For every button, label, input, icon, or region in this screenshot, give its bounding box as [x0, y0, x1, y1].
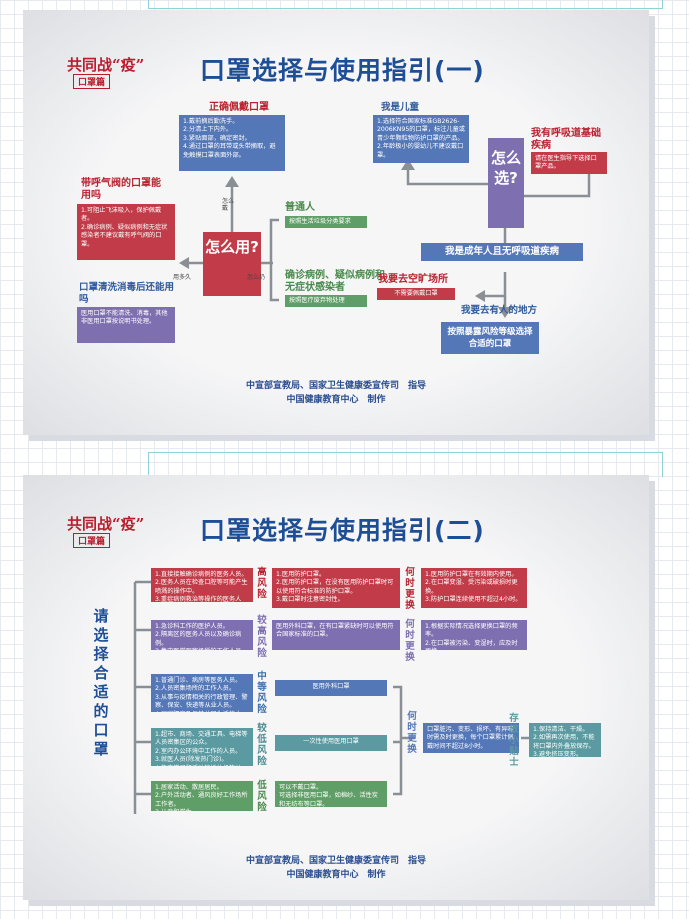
crowded-place-box: 按照暴露风险等级选择合适的口罩: [441, 322, 539, 354]
high-risk-mask-box: 1.医用防护口罩。 2.医用防护口罩，在没有医用防护口罩时可以使用符合标准的防护…: [272, 568, 400, 608]
valve-mask-title: 带呼气阀的口罩能用吗: [81, 178, 161, 201]
lower-risk-mask-box: 一次性使用医用口罩: [275, 735, 387, 751]
correct-wear-title: 正确佩戴口罩: [209, 102, 269, 113]
lower-when-label: 何时更换: [407, 711, 417, 755]
respiratory-disease-box: 请在医生指导下选择口罩产品。: [531, 152, 607, 174]
footer-guidance: 中宣部宣教局、国家卫生健康委宣传司 指导: [245, 381, 426, 391]
respiratory-disease-title: 我有呼吸道基础疾病: [531, 128, 601, 151]
how-long-label: 用多久: [173, 274, 192, 281]
how-to-use-center: 怎么用?: [203, 232, 261, 296]
higher-risk-people-box: 1.急诊科工作的医护人员。 2.隔离区的医务人员以及确诊病例。 3.集中医学观察…: [151, 620, 253, 650]
medium-risk-label: 中等风险: [257, 671, 267, 715]
wash-mask-title: 口罩清洗消毒后还能用吗: [79, 282, 175, 305]
how-to-wear-label: 怎么戴: [222, 198, 235, 212]
higher-risk-replace-box: 1.根据实际情况选择更换口罩的频率。 2.在口罩被污染、变湿时，应及时更换。: [421, 620, 527, 650]
footer-producer: 中国健康教育中心 制作: [286, 395, 386, 405]
high-risk-when-label: 何时更换: [405, 567, 415, 611]
valve-mask-box: 1.可阻止飞沫吸入，保护佩戴者。 2.确诊病例、疑似病例和无症状感染者不建议戴有…: [77, 204, 175, 260]
higher-risk-mask-box: 医用外科口罩，在有口罩紧缺时可以使用符合国家标准的口罩。: [272, 620, 400, 650]
high-risk-people-box: 1.直接接触确诊病例的医务人员。 2.医务人员在检查口腔等可能产生喷溅的操作中。…: [151, 568, 253, 602]
top-decorative-frame: [148, 0, 663, 9]
lower-risk-label: 较低风险: [257, 723, 267, 767]
higher-risk-label: 较高风险: [257, 615, 267, 659]
how-to-dispose-label: 怎么扔: [247, 274, 266, 281]
case-person-title: 确诊病例、疑似病例和无症状感染者: [285, 270, 385, 293]
guide-panel-1: 共同战“疫” 口罩篇 口罩选择与使用指引(一) 正确佩戴口罩 1.戴前摘后勤洗手…: [23, 10, 649, 435]
child-title: 我是儿童: [381, 102, 420, 113]
high-risk-replace-box: 1.医用防护口罩在有效期内使用。 2.在口罩变湿、受污染或破损时更换。 3.防护…: [421, 568, 527, 608]
footer-guidance: 中宣部宣教局、国家卫生健康委宣传司 指导: [245, 856, 426, 866]
medium-risk-people-box: 1.普通门诊、病房等医务人员。 2.人员密集场所的工作人员。 3.从事与疫情相关…: [151, 674, 253, 712]
lower-replace-box: 口罩脏污、变形、损坏、有异味时需及时更换，每个口罩累计佩戴时间不超过8小时。: [423, 723, 519, 753]
crowded-place-title: 我要去有人的地方: [461, 305, 538, 316]
guide-panel-2: 共同战“疫” 口罩篇 口罩选择与使用指引(二) 请选择合适的口罩 1.直接接触确…: [23, 475, 649, 900]
medium-risk-mask-box: 医用外科口罩: [275, 680, 387, 696]
page-title: 口罩选择与使用指引(二): [200, 516, 485, 545]
footer-producer: 中国健康教育中心 制作: [286, 870, 386, 880]
case-person-box: 按照医疗废弃物处理: [285, 295, 367, 307]
campaign-logo: 共同战“疫”: [67, 515, 145, 533]
middle-decorative-frame: [148, 452, 663, 477]
campaign-logo: 共同战“疫”: [67, 56, 145, 74]
child-box: 1.选择符合国家标准GB2626-2006KN95的口罩，标注儿童或青少年颗粒物…: [373, 115, 469, 163]
high-risk-label: 高风险: [257, 567, 267, 600]
open-place-title: 我要去空旷场所: [378, 274, 448, 285]
panel-2-connectors: [133, 580, 529, 814]
higher-risk-when-label: 何时更换: [405, 619, 415, 663]
lower-risk-people-box: 1.超市、商场、交通工具、电梯等人员密集区的公众。 2.室内办公环境中工作的人员…: [151, 728, 253, 766]
storage-tips-title: 存放小贴士: [509, 713, 519, 768]
logo-subtitle: 口罩篇: [73, 533, 111, 548]
open-place-box: 不需要佩戴口罩: [377, 288, 455, 300]
normal-person-box: 按照生活垃圾分类要求: [285, 216, 367, 228]
logo-subtitle: 口罩篇: [73, 74, 111, 89]
choose-mask-vertical-label: 请选择合适的口罩: [93, 607, 109, 758]
low-risk-label: 低风险: [257, 780, 267, 813]
adult-no-disease-banner: 我是成年人且无呼吸道疾病: [421, 243, 583, 261]
storage-tips-box: 1.保持清洁、干燥。 2.如需再次使用，不能将口罩内外叠放保存。 3.避免挤压变…: [529, 723, 601, 757]
normal-person-title: 普通人: [285, 202, 315, 213]
low-risk-people-box: 1.居家活动、散居居民。 2.户外活动者、通风良好工作场所工作者。 3.儿童和学…: [151, 781, 253, 811]
wash-mask-box: 医用口罩不能清洗、消毒，其他非医用口罩按说明书处理。: [77, 307, 175, 343]
correct-wear-box: 1.戴前摘后勤洗手。 2.分清上下内外。 3.紧贴面部，确定密封。 4.通过口罩…: [179, 115, 285, 171]
page-title: 口罩选择与使用指引(一): [200, 56, 485, 85]
how-to-choose-center: 怎么选?: [488, 138, 524, 228]
low-risk-mask-box: 可以不戴口罩。 可选择非医用口罩，如棉纱、活性炭和无纺布等口罩。: [275, 781, 387, 807]
